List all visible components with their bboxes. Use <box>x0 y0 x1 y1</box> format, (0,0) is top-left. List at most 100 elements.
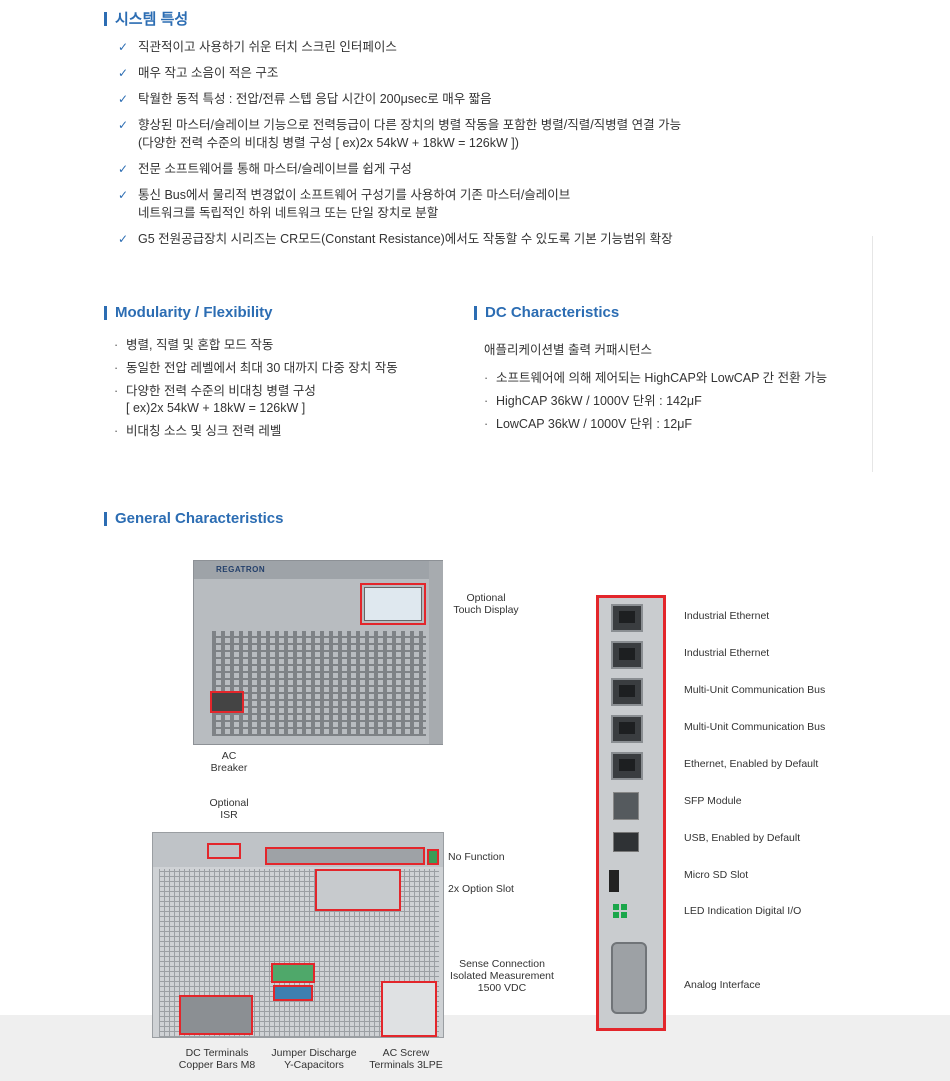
ac-breaker-highlight <box>210 691 244 713</box>
dc-terminals-highlight <box>179 995 253 1035</box>
led-indicator <box>621 912 627 918</box>
front-side-panel <box>429 561 443 744</box>
check-icon: ✓ <box>118 188 129 202</box>
title-bar-marker <box>104 511 107 526</box>
check-icon: ✓ <box>118 118 129 132</box>
io-label: Industrial Ethernet <box>684 647 770 659</box>
bullet-dot-icon: · <box>484 371 489 385</box>
label-line: Optional <box>209 797 249 809</box>
usb-port <box>613 832 639 852</box>
touch-display-highlight <box>360 583 426 625</box>
general-section-title: General Characteristics <box>104 510 283 527</box>
label-line: Sense Connection <box>459 958 545 970</box>
list-item-line: 직관적이고 사용하기 쉬운 터치 스크린 인터페이스 <box>138 40 397 54</box>
ac-breaker-label: AC Breaker <box>199 750 259 774</box>
no-function-label: No Function <box>448 851 505 863</box>
list-item-line: 동일한 전압 레벨에서 최대 30 대까지 다중 장치 작동 <box>126 361 398 375</box>
io-label: LED Indication Digital I/O <box>684 905 802 917</box>
no-function-highlight <box>427 849 439 865</box>
analog-dsub-connector <box>611 942 647 1014</box>
check-icon: ✓ <box>118 232 129 246</box>
list-item-line: G5 전원공급장치 시리즈는 CR모드(Constant Resistance)… <box>138 232 673 246</box>
label-line: Isolated Measurement <box>450 970 554 982</box>
io-label: Multi-Unit Communication Bus <box>684 721 826 733</box>
list-item: ✓ 매우 작고 소음이 적은 구조 <box>118 64 878 82</box>
modularity-list: · 병렬, 직렬 및 혼합 모드 작동 · 동일한 전압 레벨에서 최대 30 … <box>112 337 452 440</box>
list-item-line: 탁월한 동적 특성 : 전압/전류 스텝 응답 시간이 200μsec로 매우 … <box>138 92 492 106</box>
label-line: ISR <box>220 809 238 821</box>
touch-display-label: Optional Touch Display <box>446 592 526 616</box>
ethernet-port <box>611 641 643 669</box>
system-title-text: 시스템 특성 <box>115 11 189 28</box>
list-item-line: 소프트웨어에 의해 제어되는 HighCAP와 LowCAP 간 전환 가능 <box>496 371 828 385</box>
bottom-background-band <box>0 1015 950 1081</box>
list-item-line: 병렬, 직렬 및 혼합 모드 작동 <box>126 338 274 352</box>
ethernet-port <box>611 715 643 743</box>
ethernet-port <box>611 678 643 706</box>
led-indicator <box>613 904 619 910</box>
optional-isr-label: Optional ISR <box>198 797 260 821</box>
general-title-text: General Characteristics <box>115 510 284 527</box>
list-item: ✓ 직관적이고 사용하기 쉬운 터치 스크린 인터페이스 <box>118 38 878 56</box>
bullet-dot-icon: · <box>114 384 119 398</box>
regatron-logo: REGATRON <box>216 565 266 574</box>
list-item-line: LowCAP 36kW / 1000V 단위 : 12μF <box>496 417 693 431</box>
sfp-module <box>613 792 639 820</box>
led-indicator <box>613 912 619 918</box>
dc-list: · 소프트웨어에 의해 제어되는 HighCAP와 LowCAP 간 전환 가능… <box>482 370 862 433</box>
ethernet-port <box>611 752 643 780</box>
title-bar-marker <box>104 305 107 320</box>
io-panel-image <box>596 595 666 1031</box>
io-label: Micro SD Slot <box>684 869 749 881</box>
io-label: Industrial Ethernet <box>684 610 770 622</box>
io-label: USB, Enabled by Default <box>684 832 801 844</box>
list-item-line: [ ex)2x 54kW + 18kW = 126kW ] <box>126 401 306 415</box>
label-line: AC <box>221 750 237 762</box>
bullet-dot-icon: · <box>114 424 119 438</box>
list-item: · 동일한 전압 레벨에서 최대 30 대까지 다중 장치 작동 <box>112 360 452 377</box>
list-item: · 다양한 전력 수준의 비대칭 병렬 구성 [ ex)2x 54kW + 18… <box>112 383 452 417</box>
label-line: AC Screw <box>382 1047 430 1059</box>
io-label: Ethernet, Enabled by Default <box>684 758 819 770</box>
list-item-line: 매우 작고 소음이 적은 구조 <box>138 66 279 80</box>
label-line: 1500 VDC <box>477 982 527 994</box>
dc-terminals-label: DC Terminals Copper Bars M8 <box>164 1047 270 1071</box>
list-item: ✓ 통신 Bus에서 물리적 변경없이 소프트웨어 구성기를 사용하여 기존 마… <box>118 186 878 222</box>
io-label: SFP Module <box>684 795 742 807</box>
list-item: · LowCAP 36kW / 1000V 단위 : 12μF <box>482 416 862 433</box>
system-section-title: 시스템 특성 <box>104 8 188 29</box>
ethernet-port <box>611 604 643 632</box>
check-icon: ✓ <box>118 92 129 106</box>
list-item-line: 향상된 마스터/슬레이브 기능으로 전력등급이 다른 장치의 병렬 작동을 포함… <box>138 118 682 132</box>
list-item-line: (다양한 전력 수준의 비대칭 병렬 구성 [ ex)2x 54kW + 18k… <box>138 136 519 150</box>
bullet-dot-icon: · <box>114 338 119 352</box>
list-item: · 비대칭 소스 및 싱크 전력 레벨 <box>112 423 452 440</box>
device-rear-image <box>152 832 444 1038</box>
sense-connection-label: Sense Connection Isolated Measurement 15… <box>442 958 562 994</box>
option-slot-label: 2x Option Slot <box>448 883 514 895</box>
title-bar-marker <box>474 305 477 320</box>
check-icon: ✓ <box>118 40 129 54</box>
label-line: Touch Display <box>453 604 519 616</box>
list-item-line: 다양한 전력 수준의 비대칭 병렬 구성 <box>126 384 316 398</box>
led-indicator <box>621 904 627 910</box>
dc-section-title: DC Characteristics <box>474 304 619 321</box>
touch-display-screen <box>364 587 422 621</box>
bullet-dot-icon: · <box>114 361 119 375</box>
isr-highlight <box>207 843 241 859</box>
jumper-discharge-label: Jumper Discharge Y-Capacitors <box>260 1047 368 1071</box>
list-item: ✓ G5 전원공급장치 시리즈는 CR모드(Constant Resistanc… <box>118 230 878 248</box>
list-item: ✓ 탁월한 동적 특성 : 전압/전류 스텝 응답 시간이 200μsec로 매… <box>118 90 878 108</box>
label-line: Optional <box>466 592 506 604</box>
label-line: Y-Capacitors <box>284 1059 344 1071</box>
list-item: · HighCAP 36kW / 1000V 단위 : 142μF <box>482 393 862 410</box>
list-item-line: 비대칭 소스 및 싱크 전력 레벨 <box>126 424 282 438</box>
label-line: DC Terminals <box>185 1047 249 1059</box>
list-item: ✓ 향상된 마스터/슬레이브 기능으로 전력등급이 다른 장치의 병렬 작동을 … <box>118 116 878 152</box>
list-item-line: 네트워크를 독립적인 하위 네트워크 또는 단일 장치로 분할 <box>138 206 439 220</box>
sense-connector-highlight <box>271 963 315 983</box>
ac-screw-label: AC Screw Terminals 3LPE <box>358 1047 454 1071</box>
list-item: · 병렬, 직렬 및 혼합 모드 작동 <box>112 337 452 354</box>
option-slot-highlight <box>315 869 401 911</box>
modularity-title-text: Modularity / Flexibility <box>115 304 273 321</box>
